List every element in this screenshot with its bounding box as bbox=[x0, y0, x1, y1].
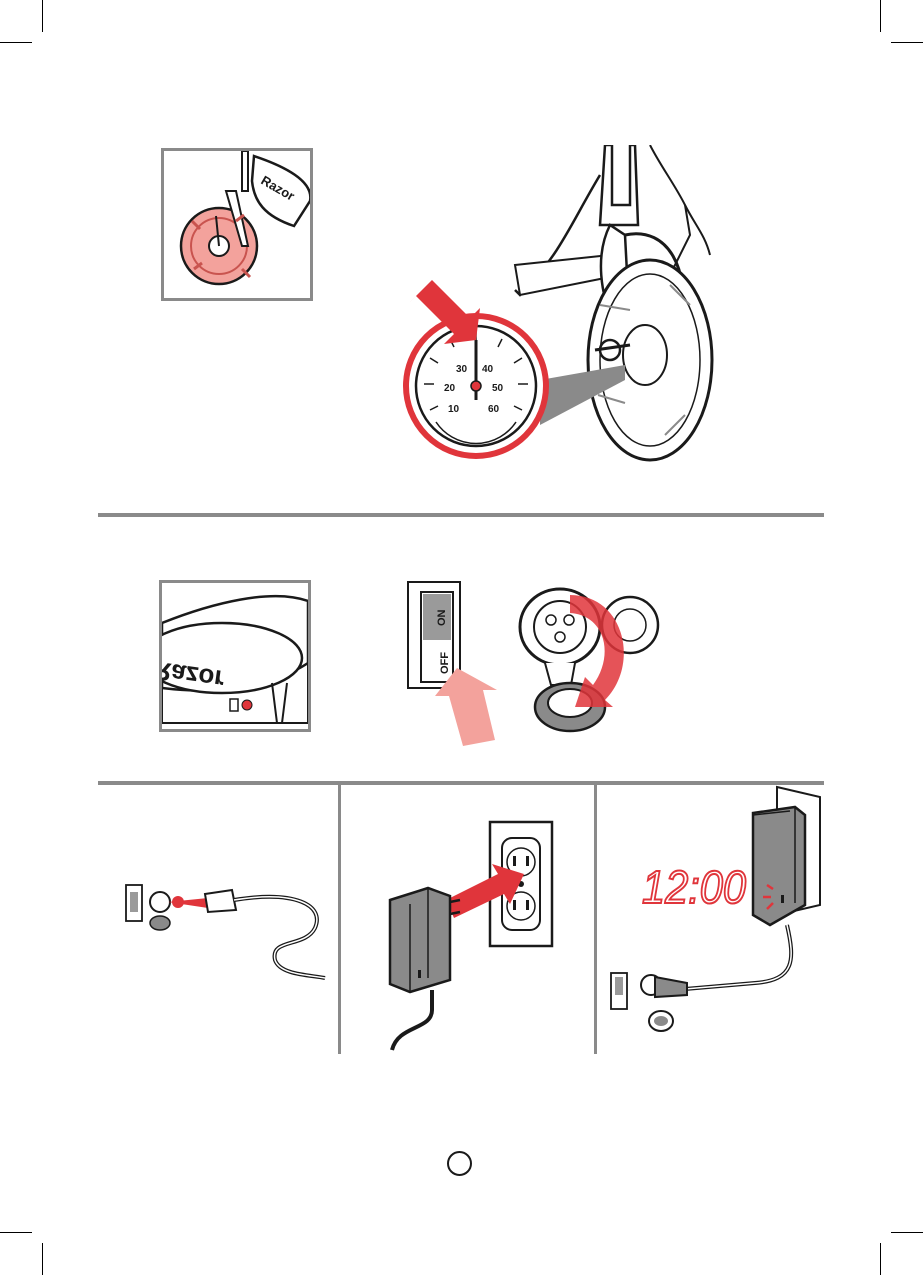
gauge-label-20: 20 bbox=[444, 383, 456, 394]
column-divider bbox=[338, 781, 341, 1054]
arrow-right-icon bbox=[446, 864, 524, 918]
page-number-badge bbox=[447, 1151, 472, 1176]
scooter-wheel-icon: Razor bbox=[164, 151, 310, 298]
tire-pressure-gauge-icon: 10 20 30 40 50 60 bbox=[400, 280, 630, 470]
gauge-label-60: 60 bbox=[488, 404, 500, 415]
gauge-label-50: 50 bbox=[492, 383, 504, 394]
gauge-label-40: 40 bbox=[482, 364, 494, 375]
gauge-label-10: 10 bbox=[448, 404, 460, 415]
scooter-plug-connect-icon bbox=[120, 880, 330, 990]
switch-off-label: OFF bbox=[439, 652, 451, 674]
column-divider bbox=[594, 781, 597, 1054]
scooter-deck-icon: Razor bbox=[162, 583, 308, 729]
section-divider bbox=[98, 513, 824, 517]
gauge-label-30: 30 bbox=[456, 364, 468, 375]
wall-charger-icon bbox=[388, 860, 528, 1055]
switch-on-label: ON bbox=[436, 609, 448, 626]
front-wheel-inset: Razor bbox=[161, 148, 313, 301]
power-switch-icon: ON OFF bbox=[405, 580, 505, 748]
deck-inset: Razor bbox=[159, 580, 311, 732]
charger-plugged-icon bbox=[605, 785, 825, 1040]
charging-port-icon bbox=[515, 585, 660, 745]
